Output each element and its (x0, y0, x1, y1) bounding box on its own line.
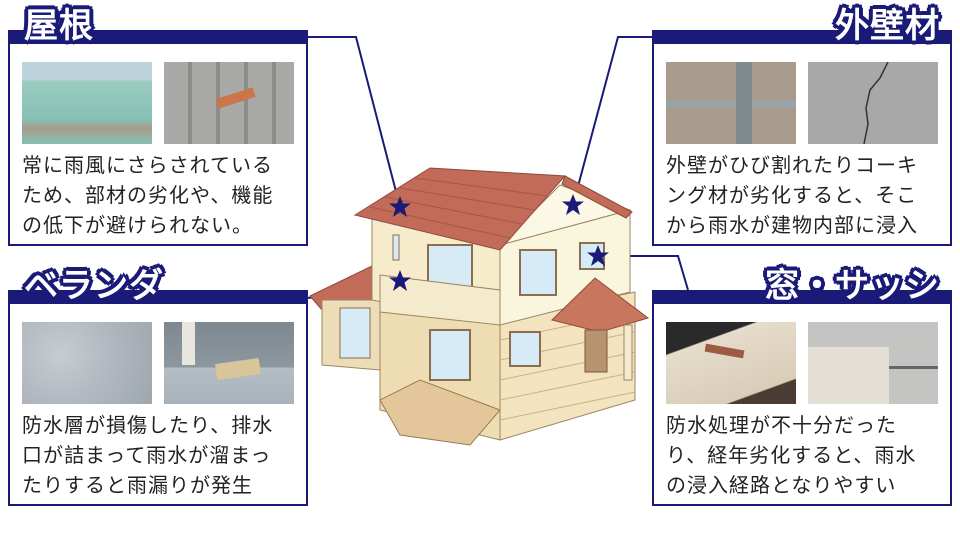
desc-line: 防水層が損傷したり、排水 (22, 413, 274, 437)
roof-panel: 屋根 常に雨風にさらされている ため、部材の劣化や、機能 の低下が避けられない。 (8, 6, 308, 246)
roof-damaged-slate-photo (22, 62, 152, 144)
roof-broken-tile-photo (164, 62, 294, 144)
desc-line: ング材が劣化すると、そこ (666, 183, 918, 207)
desc-line: たりすると雨漏りが発生 (22, 473, 253, 497)
desc-line: 外壁がひび割れたりコーキ (666, 153, 918, 177)
window-sash-panel: 窓・サッシ 防水処理が不十分だった り、経年劣化すると、雨水 の浸入経路となりや… (652, 266, 952, 506)
sash-frame-gap-photo (808, 322, 938, 404)
desc-line: の浸入経路となりやすい (666, 473, 897, 497)
wall-crack-photo (808, 62, 938, 144)
desc-line: り、経年劣化すると、雨水 (666, 443, 917, 467)
desc-line: 口が詰まって雨水が溜まっ (22, 443, 272, 467)
desc-line: ため、部材の劣化や、機能 (22, 183, 274, 207)
star-icon (562, 194, 584, 215)
panel-header-bar (8, 290, 308, 304)
house-illustration (309, 167, 650, 446)
panel-title: 窓・サッシ (765, 266, 940, 306)
panel-header-bar (8, 30, 308, 44)
exterior-wall-panel: 外壁材 外壁がひび割れたりコーキ ング材が劣化すると、そこ から雨水が建物内部に… (652, 6, 952, 246)
panel-header-bar (652, 30, 952, 44)
panel-title: 外壁材 (835, 6, 940, 46)
veranda-peeling-waterproof-photo (22, 322, 152, 404)
panel-title: ベランダ (24, 266, 164, 306)
veranda-panel: ベランダ 防水層が損傷したり、排水 口が詰まって雨水が溜まっ たりすると雨漏りが… (8, 266, 308, 506)
star-icon (389, 270, 411, 291)
wall-caulking-joint-photo (666, 62, 796, 144)
desc-line: 防水処理が不十分だった (666, 413, 897, 437)
panel-header-bar (652, 290, 952, 304)
desc-line: 常に雨風にさらされている (22, 153, 273, 177)
veranda-drain-photo (164, 322, 294, 404)
window-sill-stain-photo (666, 322, 796, 404)
star-icon (389, 196, 411, 217)
panel-title: 屋根 (24, 6, 94, 46)
desc-line: から雨水が建物内部に浸入 (666, 213, 918, 237)
star-icon (587, 245, 609, 266)
desc-line: の低下が避けられない。 (22, 213, 253, 237)
